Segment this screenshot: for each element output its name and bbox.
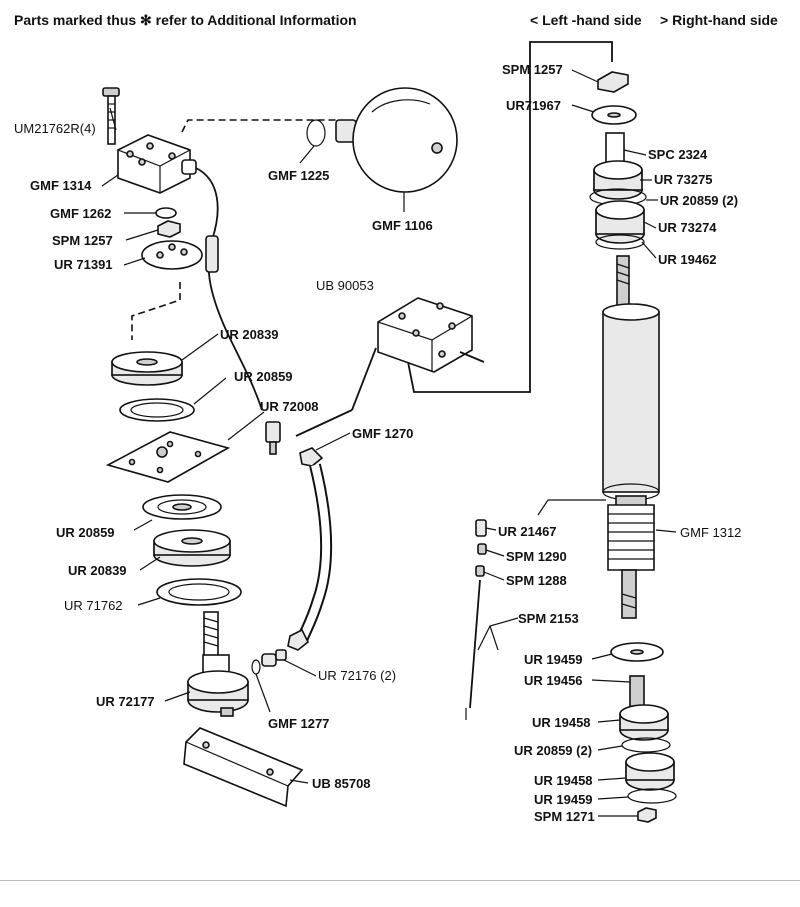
o-ring-part <box>306 119 326 147</box>
label-ur20859-2-lower: UR 20859 (2) <box>514 743 592 758</box>
washer-part <box>119 398 195 422</box>
hose-part <box>287 409 353 651</box>
valve-block-part <box>117 134 197 194</box>
label-ur73275: UR 73275 <box>654 172 713 187</box>
label-ur19462: UR 19462 <box>658 252 717 267</box>
label-gmf1277: GMF 1277 <box>268 716 329 731</box>
label-ur19458-upper: UR 19458 <box>532 715 591 730</box>
label-ur20859-upper: UR 20859 <box>234 369 293 384</box>
label-ur20839-upper: UR 20839 <box>220 327 279 342</box>
cup-washer-part <box>156 578 242 606</box>
label-spm1290: SPM 1290 <box>506 549 567 564</box>
washer-part <box>142 494 222 520</box>
base-plate-part <box>183 727 304 808</box>
label-spm1288: SPM 1288 <box>506 573 567 588</box>
rubber-pad-part <box>153 529 231 567</box>
mount-plate-part <box>141 240 203 270</box>
header-left-side: < Left -hand side <box>530 12 642 28</box>
bleed-fitting-part <box>469 519 487 709</box>
strut-body-part <box>187 611 249 717</box>
label-ur72008: UR 72008 <box>260 399 319 414</box>
label-spm1271: SPM 1271 <box>534 809 595 824</box>
label-ub85708: UB 85708 <box>312 776 371 791</box>
upper-bush-part <box>589 160 647 250</box>
nut-part <box>597 71 629 93</box>
mounting-plate-part <box>105 431 231 483</box>
bolt-part <box>102 87 120 145</box>
distribution-block-part <box>377 297 473 373</box>
seal-part <box>251 659 261 675</box>
sleeve-part <box>605 132 625 164</box>
fitting-part <box>261 649 287 667</box>
label-um21762r: UM21762R(4) <box>14 121 96 136</box>
label-ur72176: UR 72176 (2) <box>318 668 396 683</box>
label-ur20859-2-upper: UR 20859 (2) <box>660 193 738 208</box>
header-note: Parts marked thus ✻ refer to Additional … <box>14 12 357 28</box>
label-ur19459-lower: UR 19459 <box>534 792 593 807</box>
footer-rule <box>0 880 800 881</box>
label-ur71967: UR71967 <box>506 98 561 113</box>
pipe-clip-part <box>205 235 219 273</box>
label-spm1257-left: SPM 1257 <box>52 233 113 248</box>
label-ur73274: UR 73274 <box>658 220 717 235</box>
label-ur20859-lower: UR 20859 <box>56 525 115 540</box>
accumulator-sphere-part <box>335 87 458 193</box>
label-gmf1312: GMF 1312 <box>680 525 741 540</box>
label-gmf1270: GMF 1270 <box>352 426 413 441</box>
lower-bush-part <box>610 642 677 823</box>
valve-part <box>265 421 281 455</box>
label-ur20839-lower: UR 20839 <box>68 563 127 578</box>
nut-part <box>157 220 181 238</box>
label-ur19456: UR 19456 <box>524 673 583 688</box>
label-ur19459-upper: UR 19459 <box>524 652 583 667</box>
label-ub90053: UB 90053 <box>316 278 374 293</box>
label-ur71391: UR 71391 <box>54 257 113 272</box>
label-ur72177: UR 72177 <box>96 694 155 709</box>
label-ur21467: UR 21467 <box>498 524 557 539</box>
label-ur19458-lower: UR 19458 <box>534 773 593 788</box>
header-right-side: > Right-hand side <box>660 12 778 28</box>
label-ur71762: UR 71762 <box>64 598 123 613</box>
label-gmf1106: GMF 1106 <box>372 218 433 233</box>
label-gmf1314: GMF 1314 <box>30 178 92 193</box>
washer-part <box>155 207 177 219</box>
label-gmf1262: GMF 1262 <box>50 206 111 221</box>
label-spm1257-right: SPM 1257 <box>502 62 563 77</box>
rubber-pad-part <box>111 351 183 386</box>
label-gmf1225: GMF 1225 <box>268 168 329 183</box>
leader-lines <box>101 69 677 817</box>
shock-absorber-part <box>602 255 660 619</box>
label-spm2153: SPM 2153 <box>518 611 579 626</box>
label-spc2324: SPC 2324 <box>648 147 708 162</box>
